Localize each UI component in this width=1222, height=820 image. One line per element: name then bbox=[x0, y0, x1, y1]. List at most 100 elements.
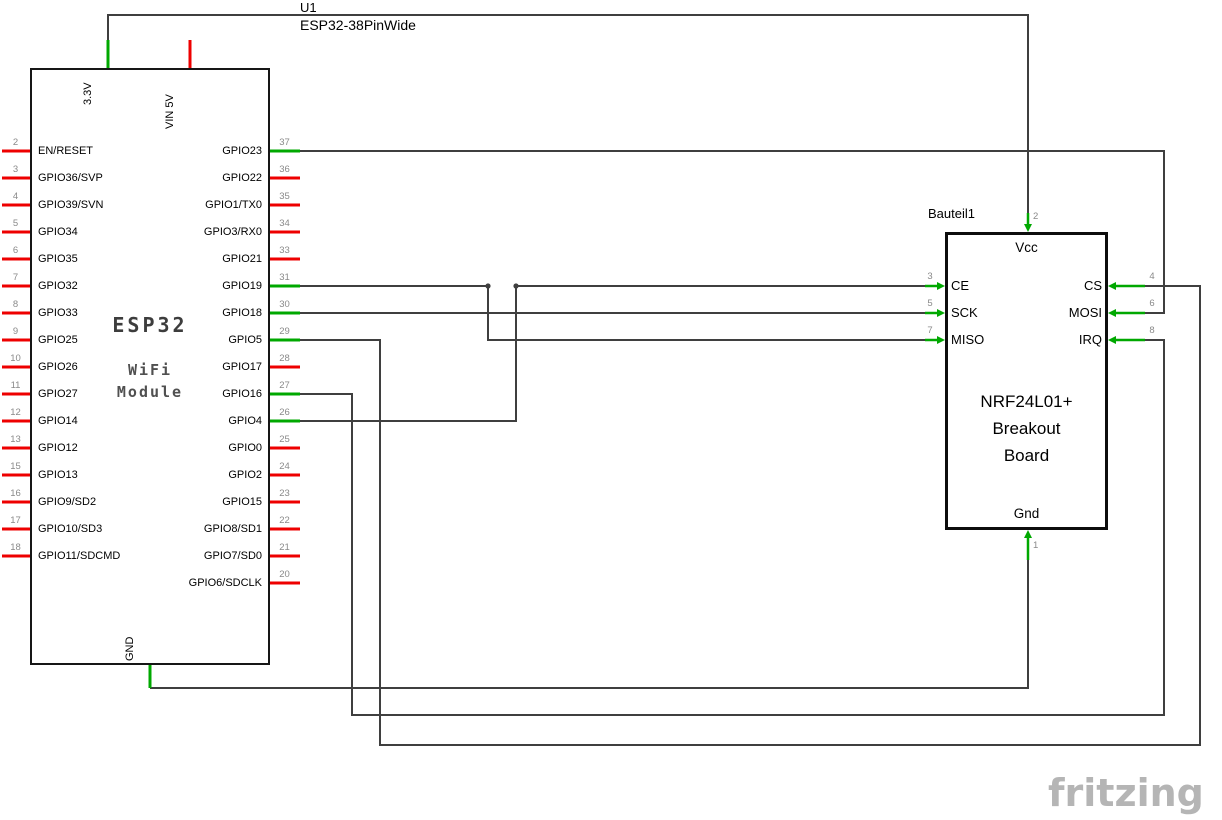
esp32-pin-11-label: GPIO27 bbox=[38, 388, 78, 400]
nrf-pin-3-number: 3 bbox=[927, 271, 933, 282]
esp32-pin-2-number: 2 bbox=[12, 137, 19, 148]
esp32-pin-3-number: 3 bbox=[12, 164, 19, 175]
esp32-pin-25-label: GPIO0 bbox=[228, 442, 262, 454]
nrf-pin-2-arrow-icon bbox=[1024, 224, 1032, 232]
esp32-module-body[interactable] bbox=[30, 68, 270, 665]
wire-net-gnd[interactable] bbox=[150, 560, 1029, 689]
esp32-pin-22-number: 22 bbox=[279, 515, 290, 526]
nrf-pin-7-label: MISO bbox=[951, 332, 985, 347]
esp32-pin-11-number: 11 bbox=[10, 380, 21, 391]
nrf-gnd-label: Gnd bbox=[1013, 506, 1040, 521]
esp32-pin-10-label: GPIO26 bbox=[38, 361, 78, 373]
nrf-pin-5-arrow-icon bbox=[937, 309, 945, 317]
esp32-pin-21-label: GPIO7/SD0 bbox=[203, 550, 262, 562]
nrf-pin-5-number: 5 bbox=[927, 298, 933, 309]
esp32-pin-33-label: GPIO21 bbox=[222, 253, 262, 265]
esp32-pin-33-number: 33 bbox=[279, 245, 290, 256]
nrf-pin-8-number: 8 bbox=[1149, 325, 1155, 336]
esp32-pin-30-number: 30 bbox=[279, 299, 290, 310]
esp32-pin-18-label: GPIO11/SDCMD bbox=[38, 550, 121, 562]
esp32-pin-20-label: GPIO6/SDCLK bbox=[188, 577, 262, 589]
esp32-pin-5-label: GPIO34 bbox=[38, 226, 78, 238]
esp32-pin-7-number: 7 bbox=[12, 272, 19, 283]
fritzing-watermark: fritzing bbox=[1048, 771, 1204, 815]
esp32-pin-12-number: 12 bbox=[10, 407, 21, 418]
esp32-pin-16-number: 16 bbox=[10, 488, 21, 499]
esp32-pin-27-number: 27 bbox=[279, 380, 290, 391]
esp32-pin-9-number: 9 bbox=[12, 326, 19, 337]
esp32-pin-23-number: 23 bbox=[279, 488, 290, 499]
esp32-pin-29-number: 29 bbox=[279, 326, 290, 337]
esp32-pin-37-number: 37 bbox=[279, 137, 290, 148]
esp32-pin-30-label: GPIO18 bbox=[222, 307, 262, 319]
esp32-pin-22-label: GPIO8/SD1 bbox=[203, 523, 262, 535]
nrf-pin-6-arrow-icon bbox=[1108, 309, 1116, 317]
nrf-pin-7-arrow-icon bbox=[937, 336, 945, 344]
esp32-pin-8-label: GPIO33 bbox=[38, 307, 78, 319]
nrf-title-line2: Breakout bbox=[992, 419, 1061, 438]
nrf-pin-1-arrow-icon bbox=[1024, 530, 1032, 538]
esp32-pin-31-label: GPIO19 bbox=[222, 280, 262, 292]
esp32-pin-6-label: GPIO35 bbox=[38, 253, 78, 265]
esp32-pin-20-number: 20 bbox=[279, 569, 290, 580]
esp32-pin-15-number: 15 bbox=[10, 461, 21, 472]
esp32-pin-34-label: GPIO3/RX0 bbox=[203, 226, 262, 238]
esp32-pin-4-label: GPIO39/SVN bbox=[38, 199, 104, 211]
esp32-pin-6-number: 6 bbox=[12, 245, 19, 256]
esp32-pin-13-number: 13 bbox=[10, 434, 21, 445]
esp32-pin-13-label: GPIO12 bbox=[38, 442, 78, 454]
wire-net-3v3[interactable] bbox=[107, 14, 1029, 213]
esp32-pin-15-label: GPIO13 bbox=[38, 469, 78, 481]
nrf-title-line3: Board bbox=[1003, 446, 1050, 465]
esp32-pin-31-number: 31 bbox=[279, 272, 290, 283]
esp32-subtitle-wifi: WiFi bbox=[127, 361, 173, 379]
nrf-pin-6-label: MOSI bbox=[1068, 305, 1102, 320]
esp32-pin-35-label: GPIO1/TX0 bbox=[205, 199, 262, 211]
nrf-module-body[interactable] bbox=[945, 232, 1108, 530]
esp32-pin-17-label: GPIO10/SD3 bbox=[38, 523, 103, 535]
esp32-pin-21-number: 21 bbox=[279, 542, 290, 553]
esp32-pin-26-label: GPIO4 bbox=[228, 415, 262, 427]
esp32-pin-24-label: GPIO2 bbox=[228, 469, 262, 481]
wire-net-irq[interactable] bbox=[300, 339, 1165, 716]
nrf-pin-6-number: 6 bbox=[1149, 298, 1155, 309]
nrf-ref-designator: Bauteil1 bbox=[928, 206, 975, 221]
esp32-chip-title: ESP32 bbox=[112, 313, 188, 337]
nrf-pin-5-label: SCK bbox=[951, 305, 978, 320]
esp32-pin-8-number: 8 bbox=[12, 299, 19, 310]
esp32-pin-29-label: GPIO5 bbox=[228, 334, 262, 346]
esp32-pin-top-1-label: VIN 5V bbox=[164, 94, 176, 129]
wire-bendpoint[interactable] bbox=[513, 283, 519, 289]
esp32-pin-12-label: GPIO14 bbox=[38, 415, 78, 427]
esp32-pin-18-number: 18 bbox=[10, 542, 21, 553]
nrf-pin-4-label: CS bbox=[1083, 278, 1102, 293]
esp32-pin-top-0-label: 3.3V bbox=[82, 82, 94, 105]
esp32-pin-37-label: GPIO23 bbox=[222, 145, 262, 157]
esp32-pin-23-label: GPIO15 bbox=[222, 496, 262, 508]
esp32-pin-16-label: GPIO9/SD2 bbox=[38, 496, 97, 508]
nrf-pin-8-label: IRQ bbox=[1078, 332, 1102, 347]
nrf-pin-4-number: 4 bbox=[1149, 271, 1155, 282]
esp32-pin-36-number: 36 bbox=[279, 164, 290, 175]
wire-net-ce[interactable] bbox=[300, 285, 925, 422]
wire-net-cs[interactable] bbox=[300, 285, 1201, 746]
esp32-pin-2-label: EN/RESET bbox=[38, 145, 94, 157]
nrf-pin-7-number: 7 bbox=[927, 325, 933, 336]
nrf-pin-2-number: 2 bbox=[1033, 211, 1039, 222]
esp32-pin-9-label: GPIO25 bbox=[38, 334, 78, 346]
wire-net-mosi[interactable] bbox=[300, 150, 1165, 314]
nrf-title-line1: NRF24L01+ bbox=[980, 392, 1073, 411]
esp32-pin-27-label: GPIO16 bbox=[222, 388, 262, 400]
esp32-pin-5-number: 5 bbox=[12, 218, 19, 229]
esp32-pin-34-number: 34 bbox=[279, 218, 290, 229]
esp32-pin-3-label: GPIO36/SVP bbox=[38, 172, 103, 184]
nrf-pin-4-arrow-icon bbox=[1108, 282, 1116, 290]
esp32-pin-28-label: GPIO17 bbox=[222, 361, 262, 373]
esp32-pin-26-number: 26 bbox=[279, 407, 290, 418]
esp32-ref-designator: U1 bbox=[300, 0, 317, 15]
nrf-pin-1-number: 1 bbox=[1033, 540, 1039, 551]
wire-bendpoint[interactable] bbox=[485, 283, 491, 289]
esp32-pin-24-number: 24 bbox=[279, 461, 290, 472]
